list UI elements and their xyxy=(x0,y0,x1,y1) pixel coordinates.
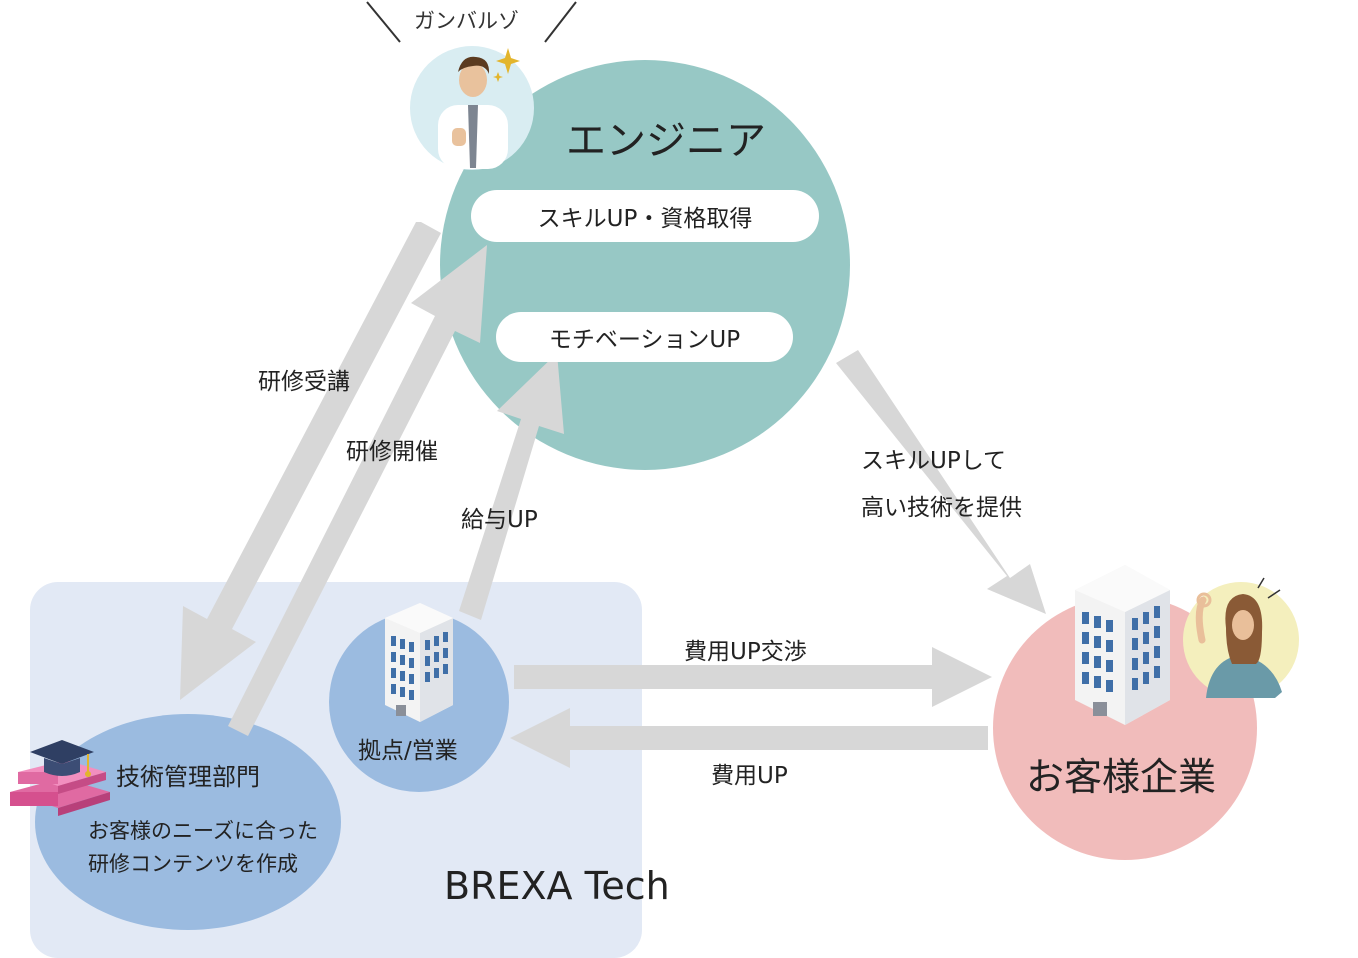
client-avatar-icon xyxy=(1183,577,1299,698)
sales-label: 拠点/営業 xyxy=(358,738,458,764)
speech-line-right xyxy=(544,1,577,43)
training-attend-label: 研修受講 xyxy=(258,369,350,395)
engineer-pill-skill: スキルUP・資格取得 xyxy=(537,206,753,232)
tech-dept-ellipse xyxy=(35,714,341,930)
skill-provide-label-1: スキルUPして xyxy=(861,448,1007,474)
engineer-pill-motivation: モチベーションUP xyxy=(548,327,741,353)
training-hold-arrow xyxy=(228,245,487,736)
tech-dept-title: 技術管理部門 xyxy=(116,763,260,791)
training-hold-label: 研修開催 xyxy=(346,439,438,465)
client-building-icon xyxy=(1075,565,1170,725)
salary-up-label: 給与UP xyxy=(461,507,538,533)
tech-dept-desc-1: お客様のニーズに合った xyxy=(88,819,318,843)
sparkle-icon xyxy=(493,48,520,82)
engineer-title: エンジニア xyxy=(566,118,766,164)
cost-negotiation-label: 費用UP交渉 xyxy=(684,639,807,665)
brexa-tech-name: BREXA Tech xyxy=(444,864,670,908)
client-title: お客様企業 xyxy=(1026,755,1217,799)
sales-building-icon xyxy=(385,603,453,722)
tech-dept-desc-2: 研修コンテンツを作成 xyxy=(88,852,298,876)
pill-skill-bg xyxy=(471,190,819,242)
cost-up-arrow xyxy=(510,708,988,768)
cost-up-label: 費用UP xyxy=(711,763,788,789)
skill-provide-label-2: 高い技術を提供 xyxy=(861,495,1022,521)
salary-up-arrow xyxy=(459,353,564,620)
graduation-cap-icon xyxy=(30,740,94,777)
speech-line-left xyxy=(366,1,401,43)
engineer-avatar-icon xyxy=(410,46,534,170)
skill-provide-arrow xyxy=(836,350,1046,614)
pill-motivation-bg xyxy=(496,312,793,362)
cost-negotiation-arrow xyxy=(514,647,992,707)
engineer-speech-text: ガンバルゾ xyxy=(414,9,519,33)
training-attend-arrow xyxy=(180,222,441,700)
